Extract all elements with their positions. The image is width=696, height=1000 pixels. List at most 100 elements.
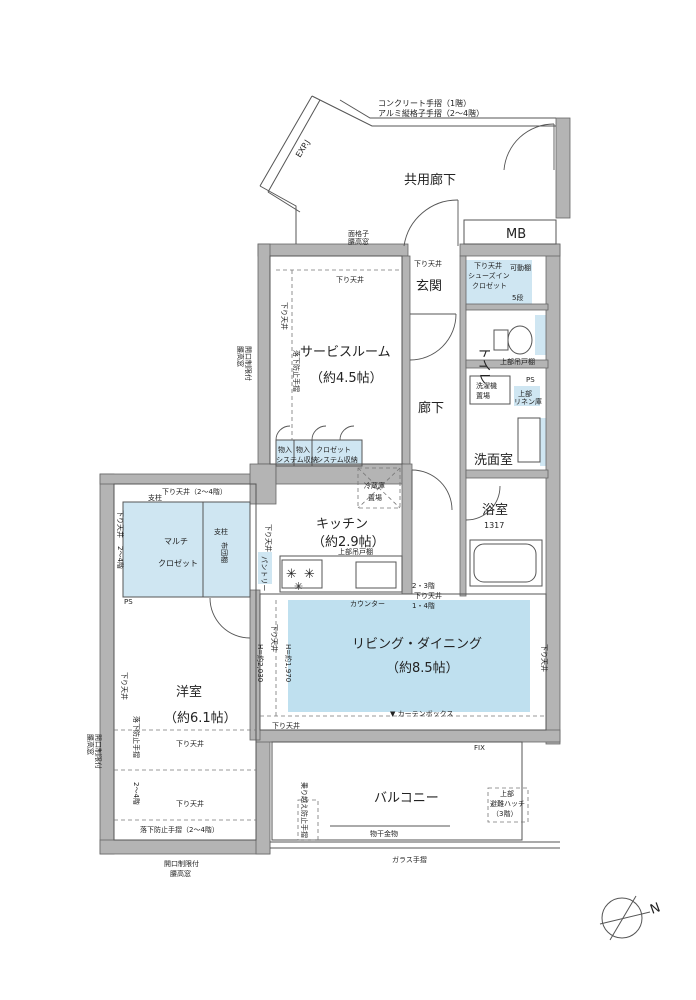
shoes-closet-label-2: クロゼット (472, 281, 507, 290)
linen-label-2: リネン庫 (514, 397, 542, 406)
living-ceiling-right-label: 下り天井 (540, 644, 549, 672)
common-corridor-label: 共用廊下 (404, 172, 456, 188)
fall-rail-24-label: 落下防止手摺（2〜4階） (140, 825, 219, 834)
entrance-ceiling-label: 下り天井 (414, 259, 442, 268)
upper-hatch-label-2: 避難ハッチ (490, 799, 525, 808)
linen-floor (514, 386, 540, 406)
north-compass-label: N (648, 900, 662, 917)
top-rail-label: コンクリート手摺（1階） (378, 98, 471, 108)
svg-text:✳: ✳ (304, 567, 315, 582)
floor-4-label: 1・4階 (412, 601, 435, 610)
walls (99, 117, 571, 855)
kitchen-size-label: （約2.9帖） (312, 535, 385, 550)
ps-label-wash: PS (526, 376, 535, 384)
toilet-cabinet-floor (535, 315, 549, 355)
left-ceiling-label: 下り天井 (280, 302, 289, 330)
bottom-window-label: 開口制限付 (164, 859, 199, 868)
side-window-label-2: 腰高窓 (236, 346, 245, 367)
west-ceiling-label: 下り天井 (116, 510, 125, 538)
multi-closet-floor (123, 502, 250, 597)
system-storage-label-2: システム収納 (316, 455, 358, 464)
top-rail-label-2: アルミ縦格子手摺（2〜4階） (378, 108, 484, 118)
futon-shelf-label: 布団棚 (220, 542, 229, 563)
system-storage-label: システム収納 (276, 455, 318, 464)
ps-label-west: PS (124, 598, 133, 606)
fridge-label-2: 置場 (368, 493, 382, 502)
mb-label: MB (506, 227, 526, 242)
shoes-ceiling-label: 下り天井 (474, 261, 502, 270)
west-fall-rail-label: 落下防止手摺 (132, 716, 141, 758)
western-room-label: 洋室 (176, 684, 202, 700)
linen-label: 上部 (518, 389, 532, 398)
pillar-label: 支柱 (148, 493, 162, 502)
pillar-label-2: 支柱 (214, 527, 228, 536)
fall-rail-label: 落下防止手摺 (292, 350, 301, 392)
living-dining-floor (288, 600, 530, 712)
service-ceiling-label: 下り天井 (336, 275, 364, 284)
storage-label-2: 物入 (296, 445, 310, 454)
glass-rail-label: ガラス手摺 (392, 855, 427, 864)
floor-23-label: 2・3階 (412, 581, 435, 590)
curtain-box-label: ▼ カーテンボックス (390, 710, 453, 718)
toilet-cabinet-label: 上部吊戸棚 (500, 357, 535, 366)
west-window-label: 開口制限付 (94, 734, 103, 769)
entrance-label: 玄関 (416, 279, 442, 294)
bottom-window-label-2: 腰高窓 (170, 869, 191, 878)
multi-closet-label-2: クロゼット (158, 558, 198, 568)
west-ceiling-lower-label: 下り天井 (120, 672, 129, 700)
svg-text:✳: ✳ (286, 567, 297, 582)
height-dim-2: H=約1,970 (284, 644, 293, 682)
shoes-closet-floor (462, 260, 532, 304)
climb-rail-label: 乗り越え防止手摺 (300, 782, 309, 838)
counter-ceiling-label: 下り天井 (414, 591, 442, 600)
kitchen-label: キッチン (316, 517, 368, 532)
clothes-hanger-label: 物干金物 (370, 829, 398, 838)
corridor-label: 廊下 (418, 400, 444, 416)
window-grid-label-2: 腰高窓 (348, 237, 369, 246)
kitchen-cabinet-label: 上部吊戸棚 (338, 547, 373, 556)
counter-label: カウンター (350, 599, 385, 608)
west-floor-range-label: 2〜4階 (132, 782, 141, 805)
multi-closet-label: マルチ (164, 537, 188, 546)
pantry-label: パントリー (260, 556, 268, 591)
balcony-label: バルコニー (374, 791, 439, 806)
west-ceiling-mid-label: 下り天井 (176, 739, 204, 748)
room-outlines (113, 95, 651, 941)
bath-size-label: 1317 (484, 521, 504, 530)
svg-text:✳: ✳ (294, 580, 303, 593)
storage-label-1: 物入 (278, 445, 292, 454)
fridge-label: 冷蔵庫 (364, 481, 385, 490)
living-size-label: （約8.5帖） (386, 661, 459, 676)
upper-hatch-label-3: （3階） (492, 809, 517, 818)
height-dim-1: H=約2,030 (256, 644, 265, 682)
living-label: リビング・ダイニング (352, 637, 482, 652)
movable-shelf-label: 可動棚 (510, 263, 531, 272)
service-room-label: サービスルーム (300, 345, 391, 360)
ceiling-24-label: 下り天井（2〜4階） (162, 487, 227, 496)
toilet-label: トイレ (476, 346, 491, 385)
washer-label: 洗濯機 (476, 381, 497, 390)
living-ceiling-left-label: 下り天井 (270, 624, 279, 652)
living-ceiling-bottom-label: 下り天井 (272, 721, 300, 730)
fix-label: FIX (474, 744, 485, 752)
bathroom-label: 浴室 (482, 502, 508, 518)
west-window-label-2: 腰高窓 (86, 734, 95, 755)
service-room-size-label: （約4.5帖） (310, 371, 383, 386)
side-window-label: 開口制限付 (244, 346, 253, 381)
kitchen-ceiling-label: 下り天井 (264, 524, 273, 552)
doors (209, 123, 555, 639)
stove: ✳ ✳ ✳ (286, 567, 315, 593)
washer-label-2: 置場 (476, 391, 490, 400)
pantry-floor (258, 552, 272, 584)
upper-hatch-label: 上部 (500, 789, 514, 798)
window-grid-label: 面格子 (348, 229, 369, 238)
washroom-label: 洗面室 (474, 452, 513, 468)
service-storage-floor (276, 440, 362, 466)
closet-label: クロゼット (316, 445, 351, 454)
floor-range-label: 2〜4階 (116, 546, 125, 569)
shelf-count-label: 5段 (512, 293, 523, 302)
western-room-size-label: （約6.1帖） (164, 711, 237, 726)
shoes-closet-label: シューズイン (468, 271, 510, 280)
west-ceiling-low-label: 下り天井 (176, 799, 204, 808)
